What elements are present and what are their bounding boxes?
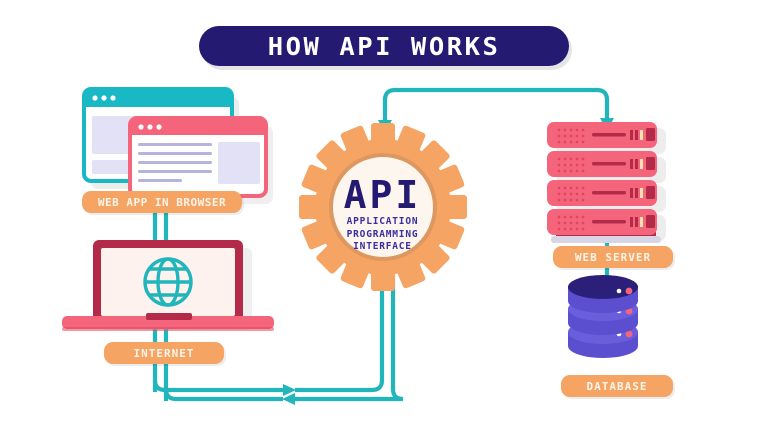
page-title: HOW API WORKS bbox=[199, 26, 569, 66]
api-gear-icon bbox=[299, 123, 467, 291]
gear-bottom-rail-in bbox=[291, 258, 404, 402]
database-cylinders-icon bbox=[568, 275, 638, 358]
page-title-text: HOW API WORKS bbox=[267, 31, 501, 61]
browser-window-front-icon bbox=[128, 116, 273, 204]
label-web-server: WEB SERVER bbox=[553, 246, 673, 268]
server-rack-unit bbox=[547, 151, 657, 177]
label-internet-text: INTERNET bbox=[133, 346, 195, 360]
server-rack-unit bbox=[547, 209, 657, 235]
label-database: DATABASE bbox=[561, 375, 673, 397]
server-rack-icon bbox=[547, 122, 666, 243]
label-web-app-in-browser: WEB APP IN BROWSER bbox=[82, 191, 242, 213]
laptop-globe-icon bbox=[62, 240, 274, 331]
arrowhead-response-left bbox=[282, 393, 295, 405]
server-rack-unit bbox=[547, 122, 657, 148]
globe-icon bbox=[143, 257, 193, 307]
label-web-app-in-browser-text: WEB APP IN BROWSER bbox=[97, 195, 227, 209]
database-disk bbox=[568, 275, 638, 313]
server-rack-unit bbox=[547, 180, 657, 206]
label-web-server-text: WEB SERVER bbox=[574, 250, 652, 264]
gear-bottom-rail-out bbox=[295, 258, 385, 393]
arrowhead-request-right bbox=[283, 384, 296, 396]
connector-gear-to-server bbox=[382, 87, 610, 128]
label-internet: INTERNET bbox=[104, 342, 224, 364]
label-database-text: DATABASE bbox=[586, 379, 648, 393]
bottom-rail-response-left bbox=[163, 388, 283, 402]
